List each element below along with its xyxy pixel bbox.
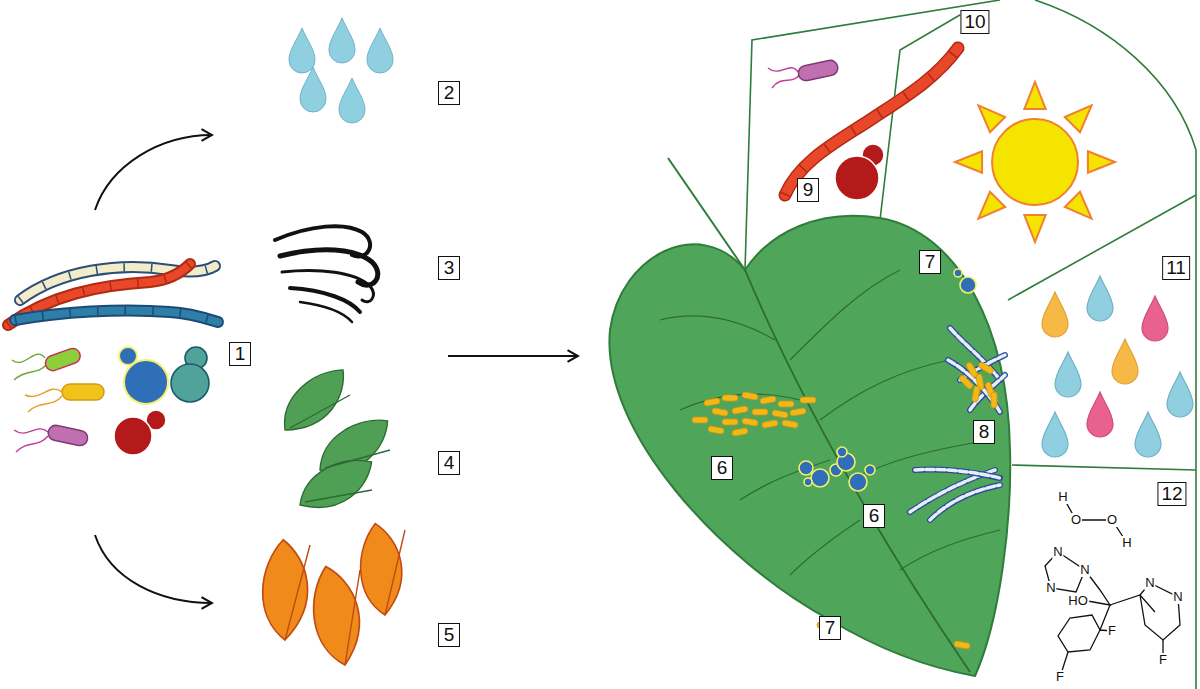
atom-label: F [1158,653,1168,667]
callout-number: 2 [438,81,460,105]
atom-label: N [1144,576,1155,590]
atom-label: F [1107,624,1117,638]
source-microbes [8,264,218,455]
atom-label: H [1121,536,1132,550]
atom-label: H [1057,490,1068,504]
dispersal-arrows [95,135,578,603]
atom-label: N [1052,545,1063,559]
fallen-leaves [246,522,414,666]
callout-number: 1 [229,342,251,366]
sun-symbol [955,82,1115,242]
callout-number: 7 [819,616,841,640]
callout-number: 6 [863,504,885,528]
green-leaves [270,365,397,511]
atom-label: F [1055,670,1065,684]
atom-label: N [1172,590,1183,604]
callout-number: 11 [1162,256,1190,280]
chemical-structures [1045,497,1180,677]
callout-number: 3 [438,256,460,280]
callout-number: 12 [1157,482,1186,506]
callout-number: 7 [919,250,941,274]
coloured-drops [1042,276,1193,457]
atom-label: HO [1067,594,1089,608]
atom-label: N [1045,581,1056,595]
callout-number: 5 [438,623,460,647]
callout-number: 4 [438,451,460,475]
wind-symbol [275,226,378,322]
callout-number: 6 [711,456,733,480]
callout-number: 9 [797,178,819,202]
atom-label: O [1070,513,1082,527]
colonised-leaf [609,216,1010,676]
callout-number: 8 [973,420,995,444]
rain-drops [289,18,393,123]
atom-label: N [1079,563,1090,577]
callout-number: 10 [960,10,989,34]
atom-label: O [1106,513,1118,527]
